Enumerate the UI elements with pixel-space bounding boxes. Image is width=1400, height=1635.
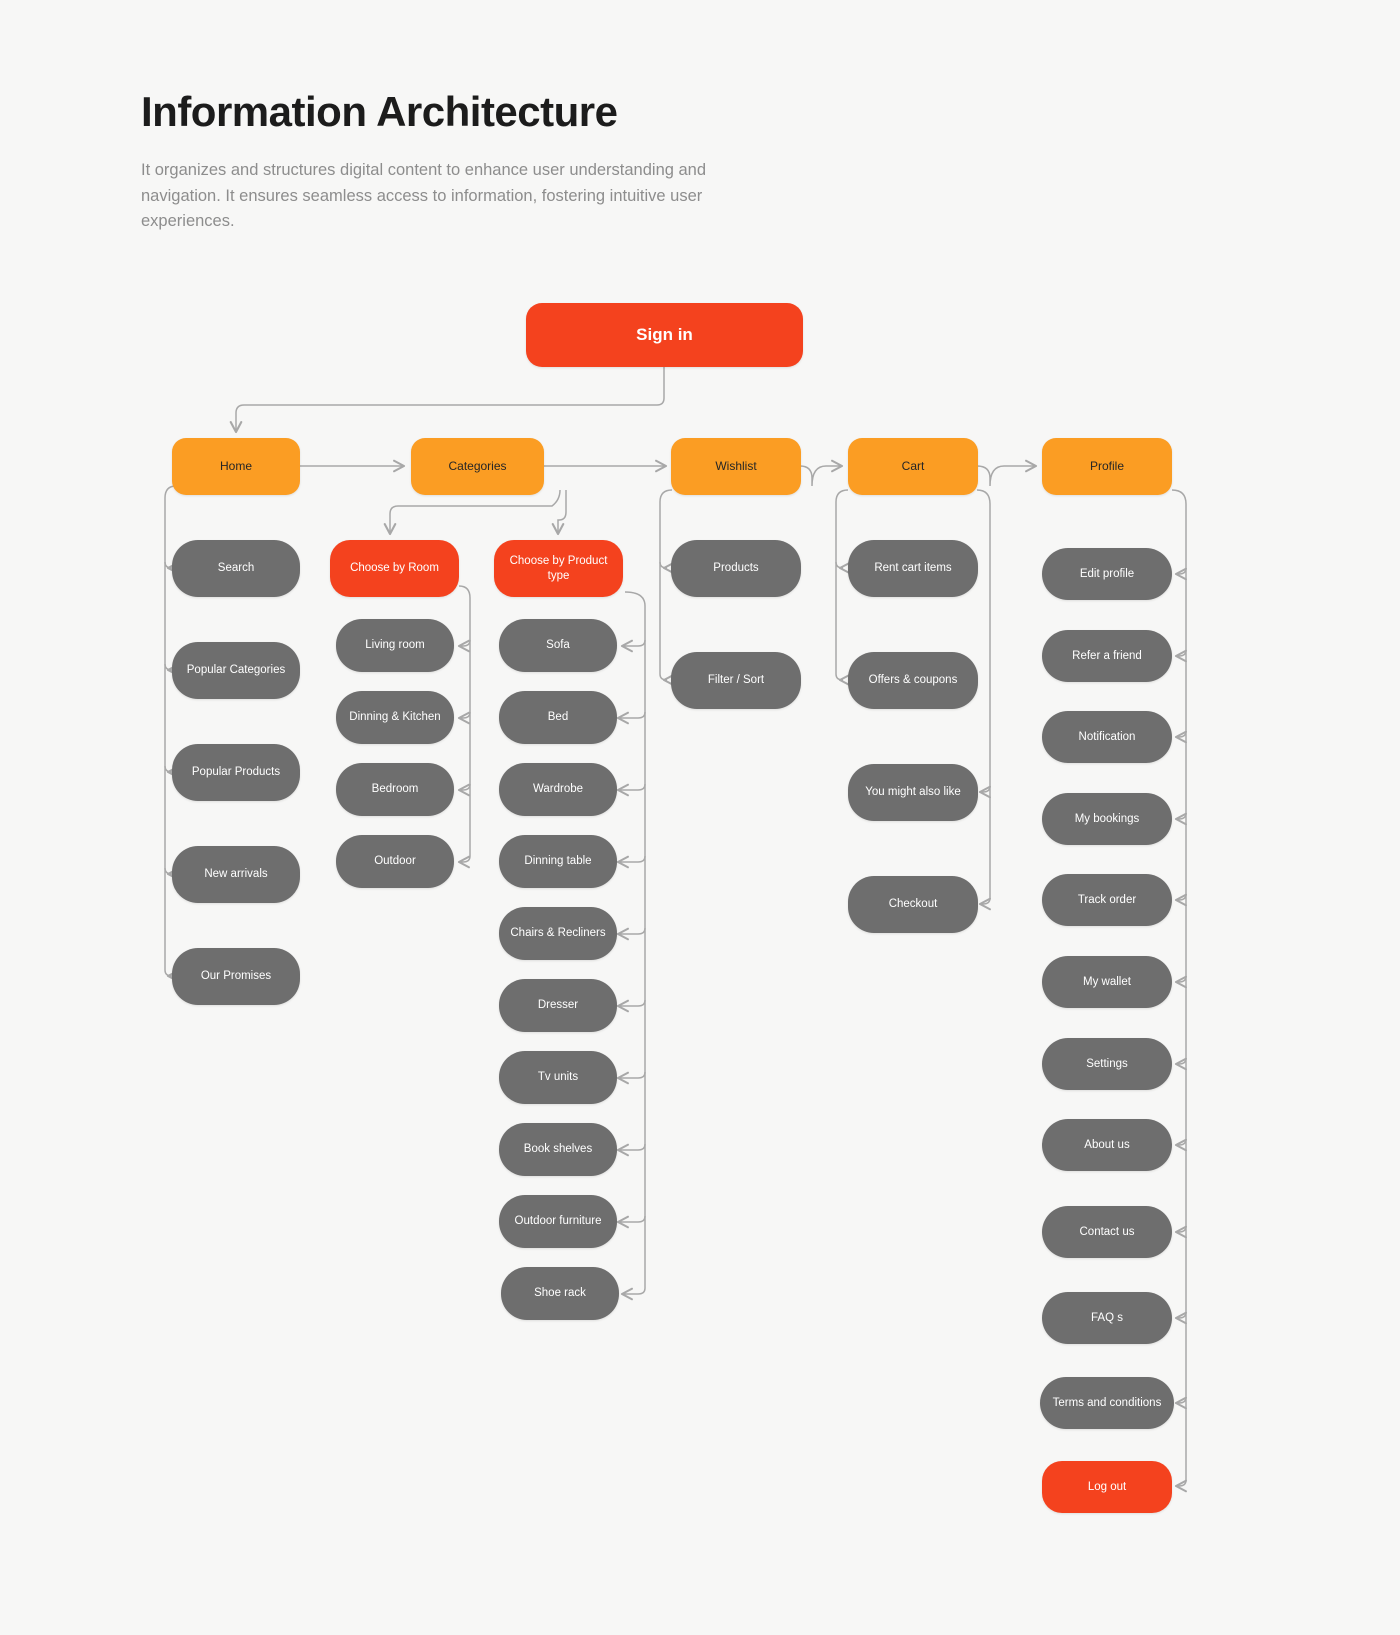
node-bedroom[interactable]: Bedroom (336, 763, 454, 816)
node-refer-a-friend[interactable]: Refer a friend (1042, 630, 1172, 682)
node-bed[interactable]: Bed (499, 691, 617, 744)
node-home[interactable]: Home (172, 438, 300, 495)
node-you-might-also-like[interactable]: You might also like (848, 764, 978, 821)
node-dinning-table[interactable]: Dinning table (499, 835, 617, 888)
node-sofa[interactable]: Sofa (499, 619, 617, 672)
node-choose-by-product-type[interactable]: Choose by Product type (494, 540, 623, 597)
node-about-us[interactable]: About us (1042, 1119, 1172, 1171)
node-filter-sort[interactable]: Filter / Sort (671, 652, 801, 709)
node-popular-products[interactable]: Popular Products (172, 744, 300, 801)
node-checkout[interactable]: Checkout (848, 876, 978, 933)
node-chairs-recliners[interactable]: Chairs & Recliners (499, 907, 617, 960)
node-terms-and-conditions[interactable]: Terms and conditions (1040, 1377, 1174, 1429)
node-new-arrivals[interactable]: New arrivals (172, 846, 300, 903)
node-popular-categories[interactable]: Popular Categories (172, 642, 300, 699)
node-settings[interactable]: Settings (1042, 1038, 1172, 1090)
node-faqs[interactable]: FAQ s (1042, 1292, 1172, 1344)
node-shoe-rack[interactable]: Shoe rack (501, 1267, 619, 1320)
node-living-room[interactable]: Living room (336, 619, 454, 672)
node-tv-units[interactable]: Tv units (499, 1051, 617, 1104)
node-profile[interactable]: Profile (1042, 438, 1172, 495)
node-search[interactable]: Search (172, 540, 300, 597)
node-contact-us[interactable]: Contact us (1042, 1206, 1172, 1258)
page-subtitle: It organizes and structures digital cont… (141, 161, 707, 231)
node-book-shelves[interactable]: Book shelves (499, 1123, 617, 1176)
node-dresser[interactable]: Dresser (499, 979, 617, 1032)
node-my-wallet[interactable]: My wallet (1042, 956, 1172, 1008)
node-choose-by-room[interactable]: Choose by Room (330, 540, 459, 597)
node-log-out[interactable]: Log out (1042, 1461, 1172, 1513)
node-rent-cart-items[interactable]: Rent cart items (848, 540, 978, 597)
node-edit-profile[interactable]: Edit profile (1042, 548, 1172, 600)
node-my-bookings[interactable]: My bookings (1042, 793, 1172, 845)
node-wardrobe[interactable]: Wardrobe (499, 763, 617, 816)
node-notification[interactable]: Notification (1042, 711, 1172, 763)
node-categories[interactable]: Categories (411, 438, 544, 495)
node-offers-coupons[interactable]: Offers & coupons (848, 652, 978, 709)
node-track-order[interactable]: Track order (1042, 874, 1172, 926)
node-sign-in[interactable]: Sign in (526, 303, 803, 367)
page-header: Information Architecture It organizes an… (141, 88, 841, 235)
node-outdoor[interactable]: Outdoor (336, 835, 454, 888)
node-cart[interactable]: Cart (848, 438, 978, 495)
node-wishlist[interactable]: Wishlist (671, 438, 801, 495)
node-outdoor-furniture[interactable]: Outdoor furniture (499, 1195, 617, 1248)
node-dinning-kitchen[interactable]: Dinning & Kitchen (336, 691, 454, 744)
page-title: Information Architecture (141, 88, 618, 135)
node-products[interactable]: Products (671, 540, 801, 597)
node-our-promises[interactable]: Our Promises (172, 948, 300, 1005)
